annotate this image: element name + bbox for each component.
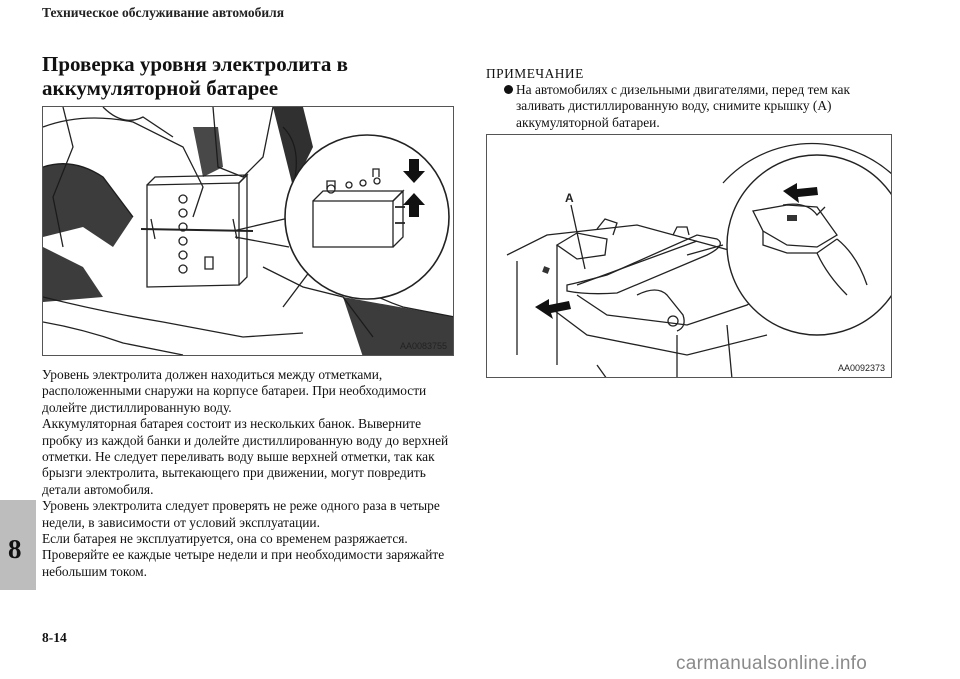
watermark: carmanualsonline.info: [676, 653, 868, 674]
figure-code: AA0092373: [837, 363, 885, 373]
chapter-number: 8: [8, 534, 22, 564]
note-heading: ПРИМЕЧАНИЕ: [486, 66, 584, 81]
body-paragraph: Уровень электролита следует проверять не…: [42, 498, 440, 530]
battery-cover-figure: A AA0092373: [486, 134, 892, 378]
figure-code: AA0083755: [399, 341, 447, 351]
battery-level-figure: AA0083755: [42, 106, 454, 356]
body-paragraph: Уровень электролита должен находиться ме…: [42, 367, 427, 415]
body-paragraph: Аккумуляторная батарея состоит из нескол…: [42, 416, 449, 497]
bullet-icon: [504, 85, 513, 94]
section-title: Проверка уровня электролита в аккумулято…: [42, 52, 348, 100]
body-paragraph: Если батарея не эксплуатируется, она со …: [42, 531, 445, 579]
battery-cover-illustration: [506, 142, 891, 377]
body-text: Уровень электролита должен находиться ме…: [42, 367, 462, 580]
battery-engine-bay-illustration: [43, 107, 453, 355]
callout-label: A: [565, 191, 574, 205]
page-number: 8-14: [42, 630, 67, 645]
note-text: На автомобилях с дизельными двигателями,…: [516, 82, 850, 130]
running-header: Техническое обслуживание автомобиля: [42, 5, 284, 20]
chapter-tab: [0, 500, 36, 590]
